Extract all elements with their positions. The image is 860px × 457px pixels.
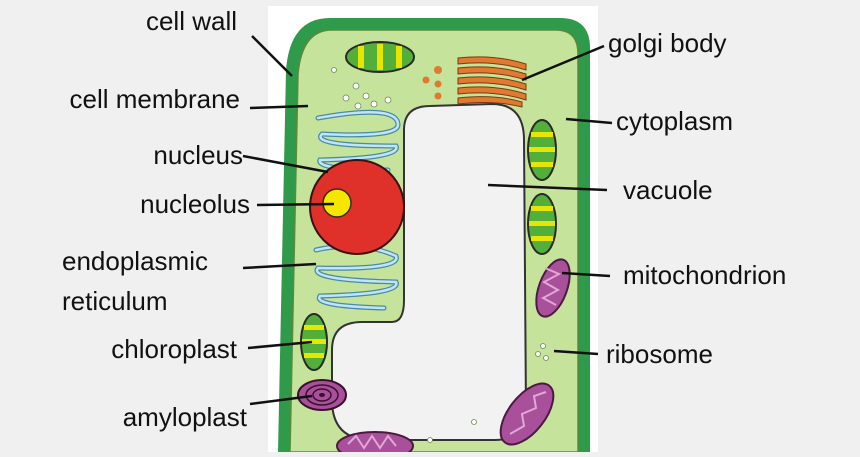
- chloroplast-top: [345, 41, 415, 73]
- label-mitochondrion: mitochondrion: [623, 260, 786, 290]
- golgi-body-shape: [457, 56, 527, 108]
- label-amyloplast: amyloplast: [123, 402, 248, 432]
- golgi-vesicles: [422, 66, 442, 100]
- label-nucleolus: nucleolus: [140, 189, 250, 219]
- mitochondrion-bottom: [336, 431, 414, 457]
- label-nucleus: nucleus: [153, 140, 243, 170]
- leader-endoplasmic: [242, 262, 317, 270]
- label-cell-wall: cell wall: [146, 6, 237, 36]
- label-chloroplast: chloroplast: [111, 334, 238, 364]
- leader-golgi: [521, 44, 605, 82]
- label-ribosome: ribosome: [606, 339, 713, 369]
- mitochondrion-bottom-right: [499, 382, 555, 446]
- label-vacuole: vacuole: [623, 175, 713, 205]
- leader-cytoplasm: [565, 117, 613, 125]
- leader-lines: [242, 35, 613, 406]
- endoplasmic-reticulum-lower-fill: [314, 244, 398, 310]
- label-endoplasmic: endoplasmic: [62, 246, 208, 276]
- leader-mitochondrion: [561, 271, 611, 278]
- leader-nucleus: [242, 154, 329, 174]
- nucleus-shape: [309, 159, 405, 255]
- leader-nucleolus: [256, 202, 335, 207]
- leader-vacuole: [487, 183, 608, 192]
- chloroplast-right-1: [527, 119, 557, 181]
- amyloplast-shape: [297, 379, 347, 411]
- ribosome-dots: [535, 343, 549, 361]
- label-cell-membrane: cell membrane: [69, 84, 240, 114]
- label-golgi-body: golgi body: [608, 28, 727, 58]
- leader-cell-membrane: [249, 104, 309, 110]
- leader-amyloplast: [249, 394, 313, 406]
- leader-cell-wall: [251, 35, 293, 77]
- leader-ribosome: [553, 349, 599, 356]
- label-reticulum: reticulum: [62, 286, 167, 316]
- endoplasmic-reticulum-upper-fill: [316, 110, 400, 172]
- leader-chloroplast: [247, 340, 313, 350]
- label-cytoplasm: cytoplasm: [616, 106, 733, 136]
- chloroplast-right-2: [527, 193, 557, 255]
- mitochondrion-right: [535, 258, 571, 318]
